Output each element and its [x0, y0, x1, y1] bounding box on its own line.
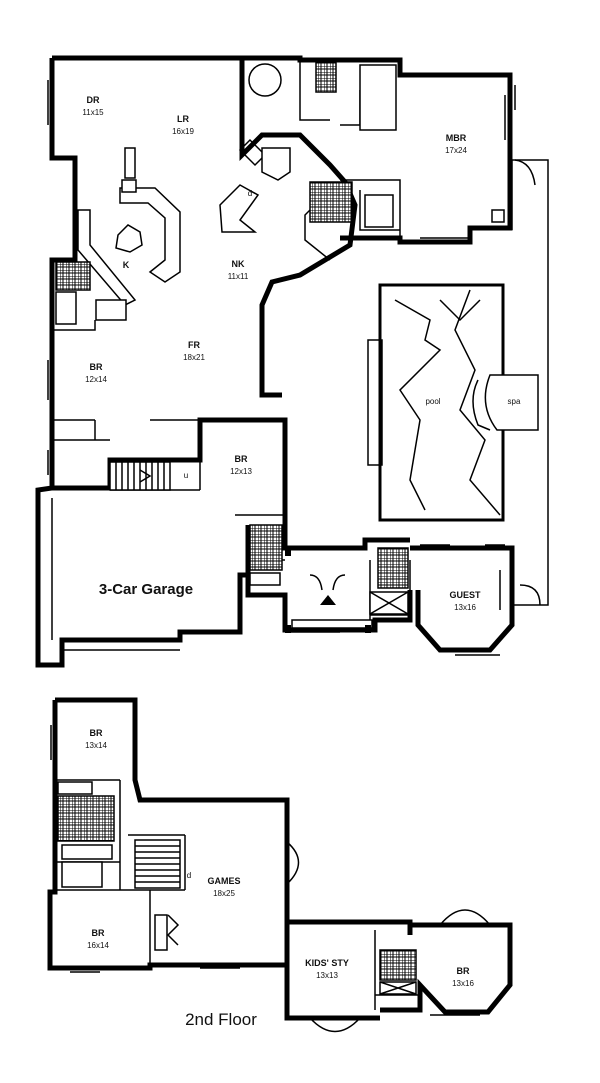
- room-nk-name: NK: [232, 259, 245, 269]
- pool: [367, 283, 539, 522]
- stair-mark-down-1: d: [248, 189, 252, 198]
- windows: [47, 80, 516, 656]
- spa-label: spa: [508, 397, 521, 406]
- outer-wall-guest: [410, 545, 515, 653]
- room-k-name: K: [123, 260, 130, 270]
- room-br2-dim: 12x13: [230, 467, 252, 476]
- bath2-tub: [57, 781, 93, 795]
- room-br1-name: BR: [90, 362, 103, 372]
- interior-walls: [52, 60, 411, 620]
- outer-wall-main: [35, 58, 248, 668]
- entry-step: [291, 619, 373, 629]
- bath-tile: [249, 524, 283, 571]
- master-wc: [309, 181, 353, 223]
- outer-wall-mbr: [242, 55, 513, 245]
- washer: [55, 291, 77, 325]
- room-dr-dim: 11x15: [82, 108, 104, 117]
- br4-closet: [154, 914, 168, 951]
- pool-deck-wall: [511, 159, 549, 606]
- range: [121, 179, 137, 193]
- room-br4-dim: 16x14: [87, 941, 109, 950]
- room-br2-name: BR: [235, 454, 248, 464]
- spa: [484, 374, 539, 431]
- entry-arrow: [320, 595, 336, 605]
- bath2-closet: [61, 861, 103, 888]
- windows-2nd: [50, 725, 480, 1016]
- master-shower: [315, 61, 337, 93]
- room-mbr-name: MBR: [446, 133, 467, 143]
- bath2-vanity: [61, 844, 113, 860]
- master-tub: [248, 63, 282, 97]
- room-br5-dim: 13x16: [452, 979, 474, 988]
- guest-bath-tile: [377, 547, 409, 589]
- master-spa-step: [261, 147, 291, 181]
- room-nk-dim: 11x11: [228, 272, 249, 281]
- outer-wall-entry: [245, 525, 413, 633]
- first-floor: [35, 55, 549, 668]
- outer-wall-garage: [52, 417, 410, 551]
- stair-mark-up: u: [184, 471, 188, 480]
- room-garage-name: 3-Car Garage: [99, 581, 193, 598]
- outer-wall-2nd-br5: [380, 922, 513, 1015]
- bay-window-games: [286, 841, 300, 885]
- bay-window-br5: [439, 909, 491, 926]
- room-guest-dim: 13x16: [454, 603, 476, 612]
- master-vanity: [364, 194, 394, 228]
- room-br3-name: BR: [90, 728, 103, 738]
- room-kids-dim: 13x13: [316, 971, 338, 980]
- stair-2nd-floor: [134, 839, 181, 889]
- room-br4-name: BR: [92, 928, 105, 938]
- stair-mark-down-2: d: [187, 871, 191, 880]
- pantry: [95, 299, 127, 321]
- bath2-tile: [57, 795, 115, 842]
- room-games-dim: 18x25: [213, 889, 235, 898]
- room-kids-name: KIDS' STY: [305, 958, 349, 968]
- bath3-tile: [379, 949, 417, 981]
- room-lr-name: LR: [177, 114, 189, 124]
- room-br1-dim: 12x14: [85, 375, 107, 384]
- master-closet: [359, 64, 397, 131]
- pool-label: pool: [425, 397, 440, 406]
- room-mbr-dim: 17x24: [445, 146, 467, 155]
- master-fireplace: [491, 209, 505, 223]
- kitchen-island: [119, 187, 181, 283]
- room-dr-name: DR: [87, 95, 100, 105]
- room-lr-dim: 16x19: [172, 127, 194, 136]
- stair-1st-floor: [109, 461, 171, 491]
- room-fr-name: FR: [188, 340, 200, 350]
- front-door: [309, 574, 346, 591]
- laundry-tile: [55, 261, 91, 291]
- kitchen-counter: [77, 209, 137, 306]
- bay-window-kids: [309, 1017, 361, 1033]
- fridge: [124, 147, 136, 179]
- room-br5-name: BR: [457, 966, 470, 976]
- room-br3-dim: 13x14: [85, 741, 107, 750]
- second-floor: [47, 697, 513, 1033]
- bath-tub: [249, 572, 281, 586]
- floor-label: 2nd Floor: [185, 1010, 257, 1029]
- room-fr-dim: 18x21: [183, 353, 205, 362]
- room-guest-name: GUEST: [449, 590, 481, 600]
- room-games-name: GAMES: [207, 876, 240, 886]
- kitchen-prep-island: [115, 224, 143, 253]
